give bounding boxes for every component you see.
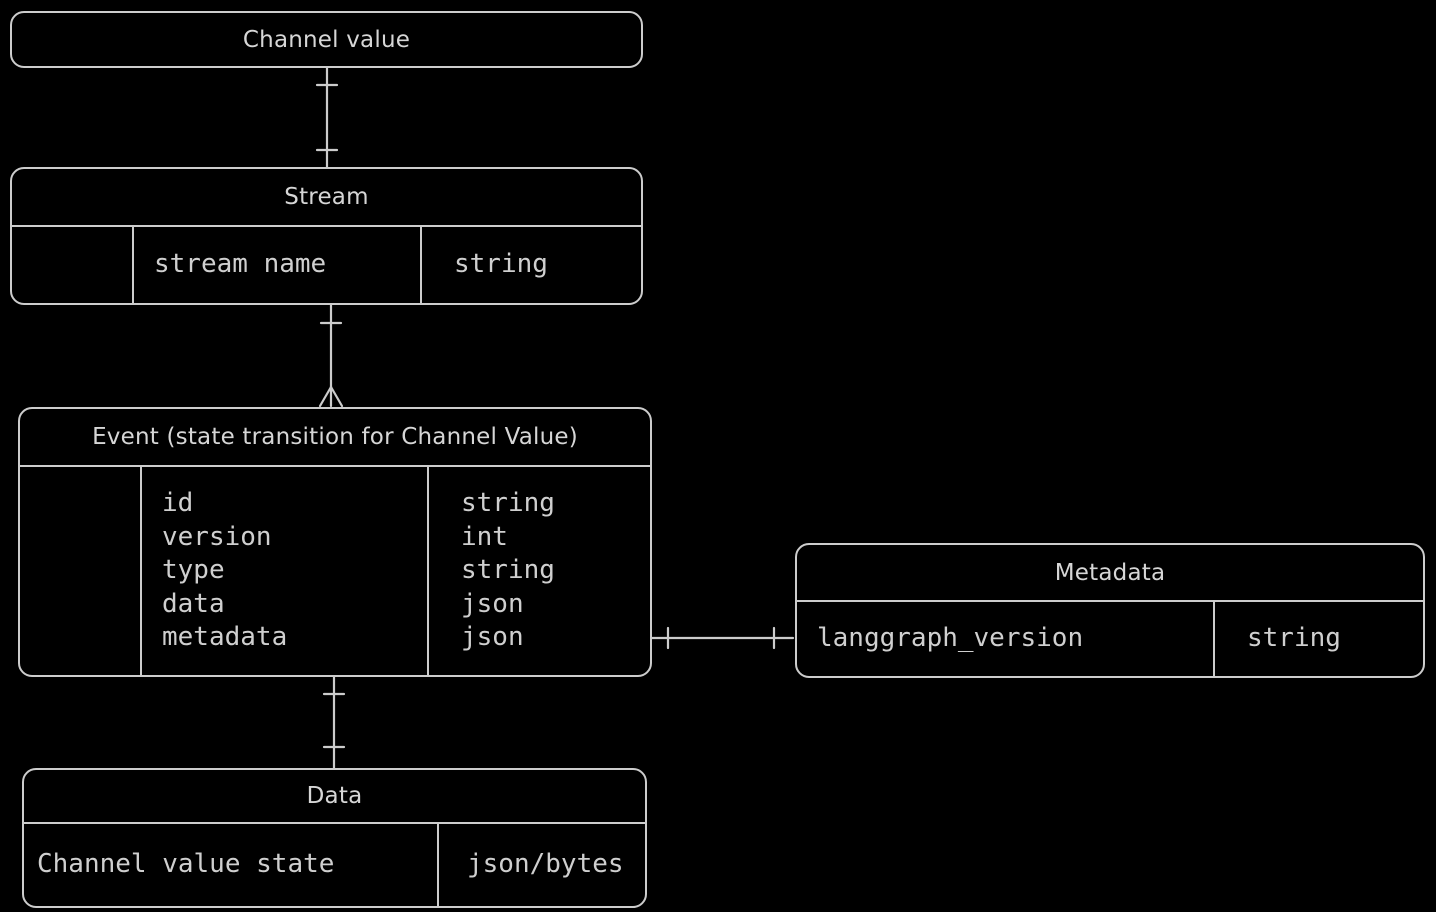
entity-title-text: Metadata bbox=[1054, 559, 1166, 586]
entity-title: Data bbox=[24, 770, 645, 824]
attribute-name-cell: stream name bbox=[132, 227, 420, 303]
relationship-stream-event bbox=[318, 303, 344, 408]
relationship-channel-value-stream bbox=[315, 65, 339, 169]
attribute-type-cell: string int string json json bbox=[427, 467, 650, 675]
attribute-type: string bbox=[1247, 623, 1341, 654]
attribute-name: type bbox=[162, 555, 225, 586]
relationship-event-metadata bbox=[650, 626, 795, 650]
key-cell bbox=[20, 467, 140, 675]
entity-title: Stream bbox=[12, 169, 641, 227]
entity-event: Event (state transition for Channel Valu… bbox=[18, 407, 652, 677]
attribute-name: langgraph_version bbox=[817, 623, 1084, 654]
attribute-name-cell: Channel value state bbox=[24, 824, 437, 906]
crows-foot-left-prong bbox=[318, 385, 333, 408]
entity-title-text: Stream bbox=[284, 184, 369, 210]
attribute-type: string bbox=[461, 488, 555, 519]
attribute-name: version bbox=[162, 521, 272, 552]
attribute-type: json bbox=[461, 588, 524, 619]
entity-title-text: Event (state transition for Channel Valu… bbox=[92, 424, 578, 450]
entity-title-text: Channel value bbox=[242, 26, 411, 53]
attribute-name: data bbox=[162, 588, 225, 619]
entity-stream: Stream stream name string bbox=[10, 167, 643, 305]
attribute-type: json bbox=[461, 622, 524, 653]
entity-channel-value: Channel value bbox=[10, 11, 643, 68]
attribute-name: metadata bbox=[162, 622, 288, 653]
entity-title: Metadata bbox=[797, 545, 1423, 602]
attribute-name: stream name bbox=[154, 249, 327, 280]
attribute-name: id bbox=[162, 488, 194, 519]
attribute-rows: langgraph_version string bbox=[797, 602, 1423, 676]
attribute-rows: id version type data metadata string int… bbox=[20, 467, 650, 675]
attribute-name-cell: id version type data metadata bbox=[140, 467, 427, 675]
attribute-type-cell: json/bytes bbox=[437, 824, 645, 906]
key-cell bbox=[12, 227, 132, 303]
attribute-name-cell: langgraph_version bbox=[797, 602, 1213, 676]
attribute-type: string bbox=[454, 249, 548, 280]
entity-title: Channel value bbox=[12, 13, 641, 66]
attribute-type-cell: string bbox=[1213, 602, 1423, 676]
attribute-rows: stream name string bbox=[12, 227, 641, 303]
attribute-name: Channel value state bbox=[37, 849, 335, 880]
attribute-type: json/bytes bbox=[467, 849, 624, 880]
attribute-type: string bbox=[461, 555, 555, 586]
entity-title-text: Data bbox=[306, 783, 363, 809]
attribute-type: int bbox=[461, 521, 508, 552]
relationship-event-data bbox=[322, 675, 346, 770]
entity-metadata: Metadata langgraph_version string bbox=[795, 543, 1425, 678]
crows-foot-right-prong bbox=[329, 385, 344, 408]
attribute-rows: Channel value state json/bytes bbox=[24, 824, 645, 906]
entity-data: Data Channel value state json/bytes bbox=[22, 768, 647, 908]
entity-title: Event (state transition for Channel Valu… bbox=[20, 409, 650, 467]
attribute-type-cell: string bbox=[420, 227, 641, 303]
